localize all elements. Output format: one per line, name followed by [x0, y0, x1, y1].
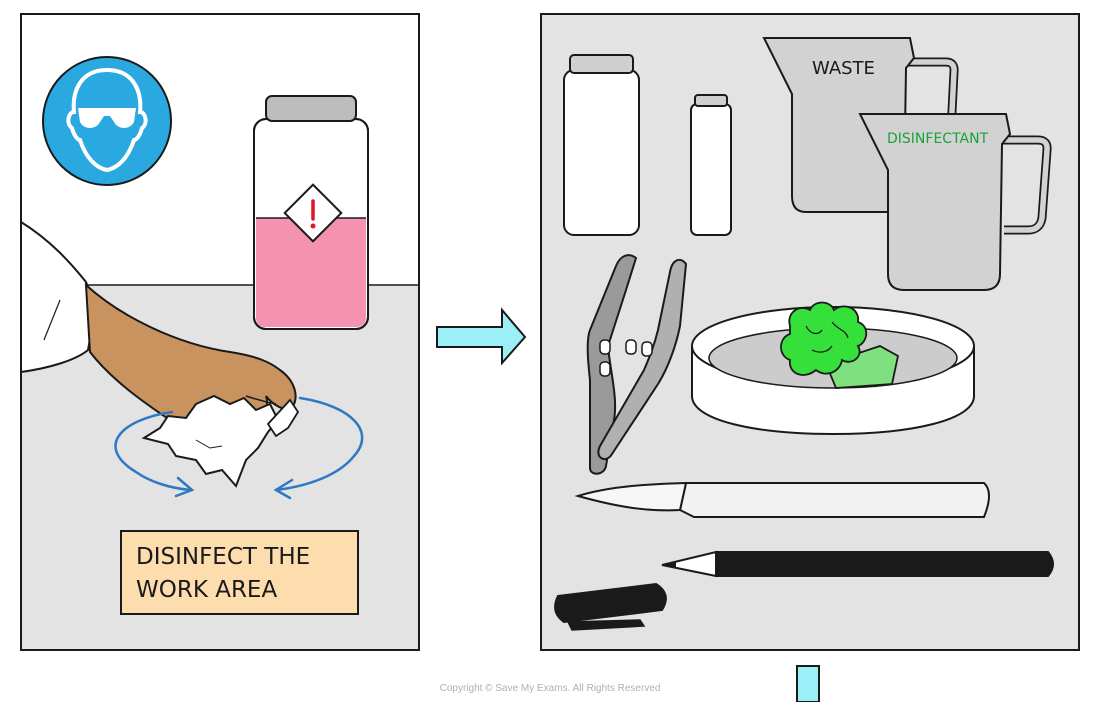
- pink-liquid: [256, 218, 366, 327]
- disinfectant-jug: DISINFECTANT: [858, 113, 1052, 291]
- waste-label: WASTE: [812, 58, 875, 79]
- large-sample-bottle: [563, 54, 640, 236]
- forceps: [586, 254, 688, 475]
- bottle-cap: [265, 95, 357, 122]
- agar-sample: [824, 345, 900, 389]
- wipe-motion-arrows: [114, 396, 364, 500]
- copyright-notice: Copyright © Save My Exams. All Rights Re…: [439, 683, 661, 694]
- instruction-line-2: WORK AREA: [136, 577, 277, 603]
- right-panel: WASTE DISINFECTANT: [540, 13, 1080, 651]
- hazard-diamond-icon: [283, 183, 343, 243]
- tissue-wipe: [141, 394, 300, 488]
- flow-arrow-right-icon: [436, 307, 527, 366]
- small-sample-bottle: [690, 94, 732, 236]
- flow-arrow-down-icon: [796, 665, 820, 702]
- disinfectant-label: DISINFECTANT: [887, 131, 989, 147]
- scalpel: [574, 481, 990, 518]
- pen-cap: [554, 582, 667, 631]
- safety-goggles-sign-icon: [42, 56, 172, 186]
- bacterial-colony: [780, 301, 868, 376]
- left-panel: DISINFECT THE WORK AREA: [20, 13, 420, 651]
- chemical-bottle: [253, 95, 369, 330]
- marker-pen: [661, 550, 1054, 578]
- petri-dish: [691, 301, 975, 436]
- instruction-label: DISINFECT THE WORK AREA: [120, 530, 359, 615]
- instruction-line-1: DISINFECT THE: [136, 544, 310, 570]
